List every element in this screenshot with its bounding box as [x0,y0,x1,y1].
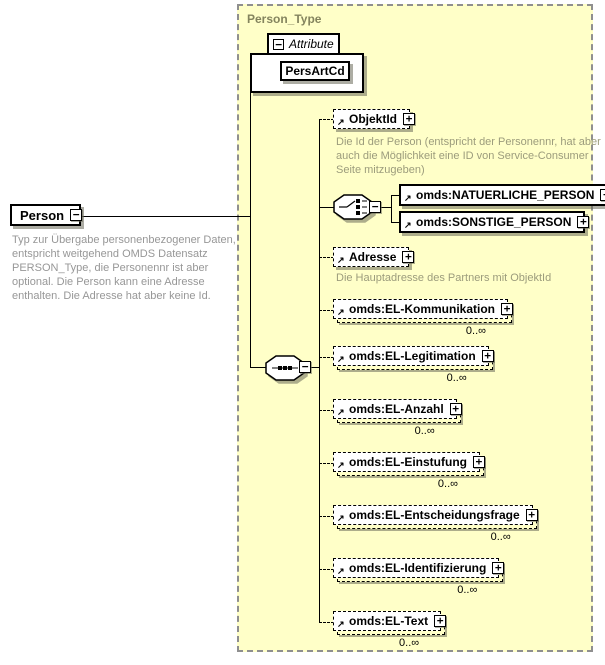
element-el-einstufung[interactable]: ↗ omds:EL-Einstufung + [333,452,485,476]
reference-arrow-icon: ↗ [337,307,345,317]
element-person-row: Person − [10,204,83,226]
element-el-text[interactable]: ↗ omds:EL-Text + [333,611,447,635]
element-sonstige-person-label: omds:SONSTIGE_PERSON [416,215,572,229]
stub-legitimation [319,357,334,358]
element-natuerliche-person[interactable]: ↗ omds:NATUERLICHE_PERSON + [399,184,605,206]
connector-trunk-attributes-sequence [250,92,251,368]
expand-toggle-icon[interactable]: + [577,216,590,228]
connector-sequence-to-children [310,367,319,368]
element-adresse[interactable]: ↗ Adresse + [333,247,415,267]
connector-person-to-trunk [72,216,250,217]
adresse-annotation: Die Hauptadresse des Partners mit Objekt… [336,272,552,284]
element-el-entscheidungsfrage-label: omds:EL-Entscheidungsfrage [349,508,520,522]
reference-arrow-icon: ↗ [337,566,345,576]
element-el-identifizierung-label: omds:EL-Identifizierung [349,561,487,575]
element-person-label: Person [20,207,65,223]
stub-einstufung [319,463,334,464]
stub-anzahl [319,410,334,411]
connector-to-sonstige [391,222,399,223]
element-el-kommunikation-row: ↗ omds:EL-Kommunikation + 0..∞ [333,299,513,337]
reference-arrow-icon: ↗ [337,117,345,127]
element-el-text-label: omds:EL-Text [349,614,429,628]
attribute-group-tab: − Attribute [267,33,340,55]
expand-toggle-icon[interactable]: + [481,350,494,362]
element-objektid[interactable]: ↗ ObjektId + [333,109,416,129]
cardinality-label: 0..∞ [446,372,467,384]
element-person[interactable]: Person − [10,204,83,226]
reference-arrow-icon: ↗ [337,255,345,265]
stub-identifizierung [319,569,334,570]
element-el-anzahl-row: ↗ omds:EL-Anzahl + 0..∞ [333,399,462,437]
element-el-einstufung-label: omds:EL-Einstufung [349,455,467,469]
sequence-compositor-icon [265,355,305,381]
choice-compositor-icon [333,194,373,220]
element-sonstige-person[interactable]: ↗ omds:SONSTIGE_PERSON + [399,211,590,233]
expand-toggle-icon[interactable]: + [525,509,538,521]
person-type-container: Person_Type [237,4,593,652]
element-adresse-row: ↗ Adresse + [333,247,415,267]
element-el-kommunikation[interactable]: ↗ omds:EL-Kommunikation + [333,299,513,323]
stub-choice [319,207,334,208]
reference-arrow-icon: ↗ [337,619,345,629]
attribute-persartcd-label: PersArtCd [285,64,345,78]
element-objektid-label: ObjektId [349,112,398,126]
cardinality-label: 0..∞ [414,425,435,437]
person-annotation: Typ zur Übergabe personenbezogener Daten… [12,234,236,302]
element-natuerliche-person-row: ↗ omds:NATUERLICHE_PERSON + [399,184,605,206]
cardinality-label: 0..∞ [437,478,458,490]
stub-text [319,622,334,623]
objektid-annotation: Die Id der Person (entspricht der Person… [336,136,601,176]
collapse-toggle-icon[interactable]: − [273,38,284,50]
reference-arrow-icon: ↗ [404,193,412,203]
stub-entscheidungsfrage [319,516,334,517]
expand-toggle-icon[interactable]: + [434,615,447,627]
connector-choice-out [381,207,391,208]
element-el-identifizierung[interactable]: ↗ omds:EL-Identifizierung + [333,558,505,582]
element-el-anzahl[interactable]: ↗ omds:EL-Anzahl + [333,399,462,423]
sequence-collapse-toggle[interactable]: − [299,361,311,373]
cardinality-label: 0..∞ [399,637,420,649]
connector-choice-branch [391,195,392,223]
reference-arrow-icon: ↗ [337,407,345,417]
element-objektid-row: ↗ ObjektId + [333,109,416,129]
expand-toggle-icon[interactable]: + [403,113,416,125]
connector-trunk-to-sequence [250,367,266,368]
choice-collapse-toggle[interactable]: − [369,201,381,213]
element-sonstige-person-row: ↗ omds:SONSTIGE_PERSON + [399,211,590,233]
element-el-legitimation-label: omds:EL-Legitimation [349,349,476,363]
connector-to-natuerliche [391,195,399,196]
element-el-identifizierung-row: ↗ omds:EL-Identifizierung + 0..∞ [333,558,505,596]
expand-toggle-icon[interactable]: + [600,189,605,201]
reference-arrow-icon: ↗ [337,513,345,523]
expand-toggle-icon[interactable]: + [472,456,485,468]
stub-adresse [319,257,334,258]
reference-arrow-icon: ↗ [337,460,345,470]
attribute-group-label: Attribute [289,37,334,51]
element-el-legitimation-row: ↗ omds:EL-Legitimation + 0..∞ [333,346,494,384]
expand-toggle-icon[interactable]: + [501,303,513,315]
expand-toggle-icon[interactable]: + [492,562,505,574]
element-el-anzahl-label: omds:EL-Anzahl [349,402,444,416]
collapse-toggle-icon[interactable]: − [70,209,83,221]
person-type-title: Person_Type [247,12,322,26]
element-el-legitimation[interactable]: ↗ omds:EL-Legitimation + [333,346,494,370]
cardinality-label: 0..∞ [490,531,511,543]
element-natuerliche-person-label: omds:NATUERLICHE_PERSON [416,188,595,202]
stub-objektid [319,119,334,120]
expand-toggle-icon[interactable]: + [449,403,462,415]
element-el-einstufung-row: ↗ omds:EL-Einstufung + 0..∞ [333,452,485,490]
element-el-entscheidungsfrage-row: ↗ omds:EL-Entscheidungsfrage + 0..∞ [333,505,538,543]
element-el-kommunikation-label: omds:EL-Kommunikation [349,302,495,316]
element-el-entscheidungsfrage[interactable]: ↗ omds:EL-Entscheidungsfrage + [333,505,538,529]
element-adresse-label: Adresse [349,250,397,264]
expand-toggle-icon[interactable]: + [402,251,415,263]
stub-kommunikation [319,310,334,311]
cardinality-label: 0..∞ [465,325,486,337]
cardinality-label: 0..∞ [457,584,478,596]
connector-children-trunk [319,119,320,622]
reference-arrow-icon: ↗ [337,354,345,364]
reference-arrow-icon: ↗ [404,220,412,230]
attribute-persartcd[interactable]: PersArtCd [280,61,350,81]
element-el-text-row: ↗ omds:EL-Text + 0..∞ [333,611,447,649]
